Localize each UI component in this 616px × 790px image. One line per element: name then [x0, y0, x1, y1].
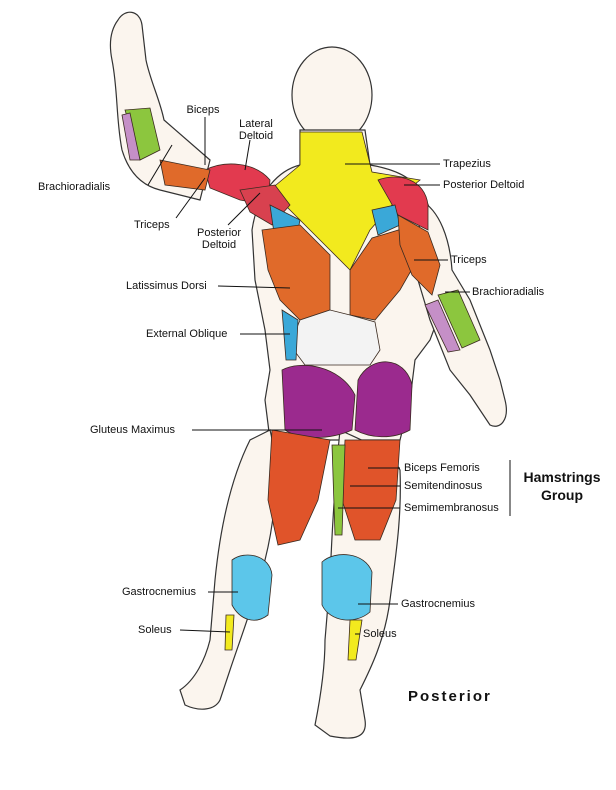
label-triceps-right: Triceps	[451, 254, 487, 266]
label-soleus-left: Soleus	[138, 624, 172, 636]
label-soleus-right: Soleus	[363, 628, 397, 640]
label-gastrocnemius-right: Gastrocnemius	[401, 598, 475, 610]
label-semitendinosus: Semitendinosus	[404, 480, 482, 492]
label-trapezius: Trapezius	[443, 158, 491, 170]
label-hamstrings-group-line1: Hamstrings	[514, 469, 610, 486]
label-gastrocnemius-left: Gastrocnemius	[122, 586, 196, 598]
gluteus-right-muscle	[355, 362, 412, 437]
label-brachioradialis-right: Brachioradialis	[472, 286, 544, 298]
label-semimembranosus: Semimembranosus	[404, 502, 499, 514]
gastrocnemius-right-muscle	[322, 555, 372, 620]
soleus-left-muscle	[225, 615, 234, 650]
label-biceps: Biceps	[186, 104, 219, 116]
gastrocnemius-left-muscle	[232, 555, 272, 620]
label-posterior-deltoid-right: Posterior Deltoid	[443, 179, 524, 191]
label-lateral-deltoid-line1: Lateral	[239, 118, 273, 130]
label-latissimus-dorsi: Latissimus Dorsi	[126, 280, 207, 292]
label-gluteus-maximus: Gluteus Maximus	[90, 424, 175, 436]
view-title: Posterior	[408, 688, 492, 705]
label-triceps-left: Triceps	[134, 219, 170, 231]
label-posterior-deltoid-left-line2: Deltoid	[202, 239, 236, 251]
label-posterior-deltoid-left-line1: Posterior	[197, 227, 241, 239]
label-biceps-femoris: Biceps Femoris	[404, 462, 480, 474]
label-lateral-deltoid-line2: Deltoid	[239, 130, 273, 142]
label-hamstrings-group-line2: Group	[514, 487, 610, 504]
label-brachioradialis-left: Brachioradialis	[38, 181, 110, 193]
label-external-oblique: External Oblique	[146, 328, 227, 340]
hamstring-left-muscle	[268, 430, 330, 545]
